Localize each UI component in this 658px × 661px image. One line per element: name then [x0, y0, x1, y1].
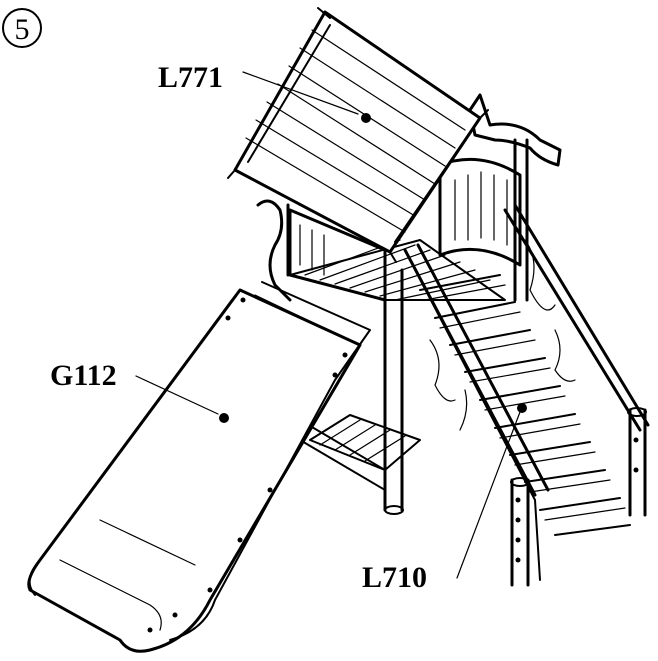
stair-steps [419, 274, 631, 536]
stair-rear-post-cap [627, 407, 647, 417]
slide-outline [27, 288, 362, 653]
stair-front-post [510, 478, 530, 587]
crown-panel [468, 93, 562, 167]
wavy-side-panel [256, 199, 292, 302]
slide: G112 [27, 281, 371, 653]
roof-leader-line [242, 71, 359, 115]
stair-step-edges [424, 284, 626, 521]
lower-deck [309, 414, 421, 471]
back-post-right [513, 138, 529, 302]
stair-leader-line [456, 411, 521, 579]
slide-bolts [147, 297, 348, 633]
slide-right-rail [169, 281, 371, 641]
slide-top-line [254, 294, 346, 339]
slide-part-code: G112 [50, 359, 117, 392]
staircase: L710 [362, 203, 650, 594]
stair-right-rail [503, 203, 650, 432]
slide-leader-line [135, 375, 219, 415]
roof-panel: L771 [158, 7, 489, 263]
deck-boards [304, 239, 491, 301]
back-wall [438, 157, 522, 267]
tower-structure [256, 93, 562, 515]
stair-side-frame-left [409, 259, 541, 581]
deck-floor [289, 239, 506, 301]
slide-transition-line [99, 519, 196, 566]
step-circle [2, 8, 42, 48]
slide-exit-curve [59, 559, 162, 631]
slide-marker-dot [219, 413, 229, 423]
lower-deck-boards [319, 419, 406, 462]
step-number: 5 [15, 13, 30, 46]
stair-wavy-guard-left [429, 339, 468, 431]
roof-part-code: L771 [158, 61, 223, 94]
back-wall-slots [454, 171, 508, 246]
step-indicator: 5 [2, 8, 42, 48]
roof-corners [227, 7, 489, 263]
roof-outline [233, 10, 482, 254]
stair-marker-dot [517, 403, 527, 413]
roof-marker-dot [361, 113, 371, 123]
roof-frame [247, 24, 476, 243]
front-post [383, 268, 404, 512]
front-post-foot [384, 505, 404, 515]
stair-part-code: L710 [362, 561, 427, 594]
slide-left-rail [28, 299, 233, 596]
stair-wavy-guard-right [524, 239, 576, 382]
stair-rear-post [628, 408, 647, 517]
stair-bolts [515, 437, 639, 563]
